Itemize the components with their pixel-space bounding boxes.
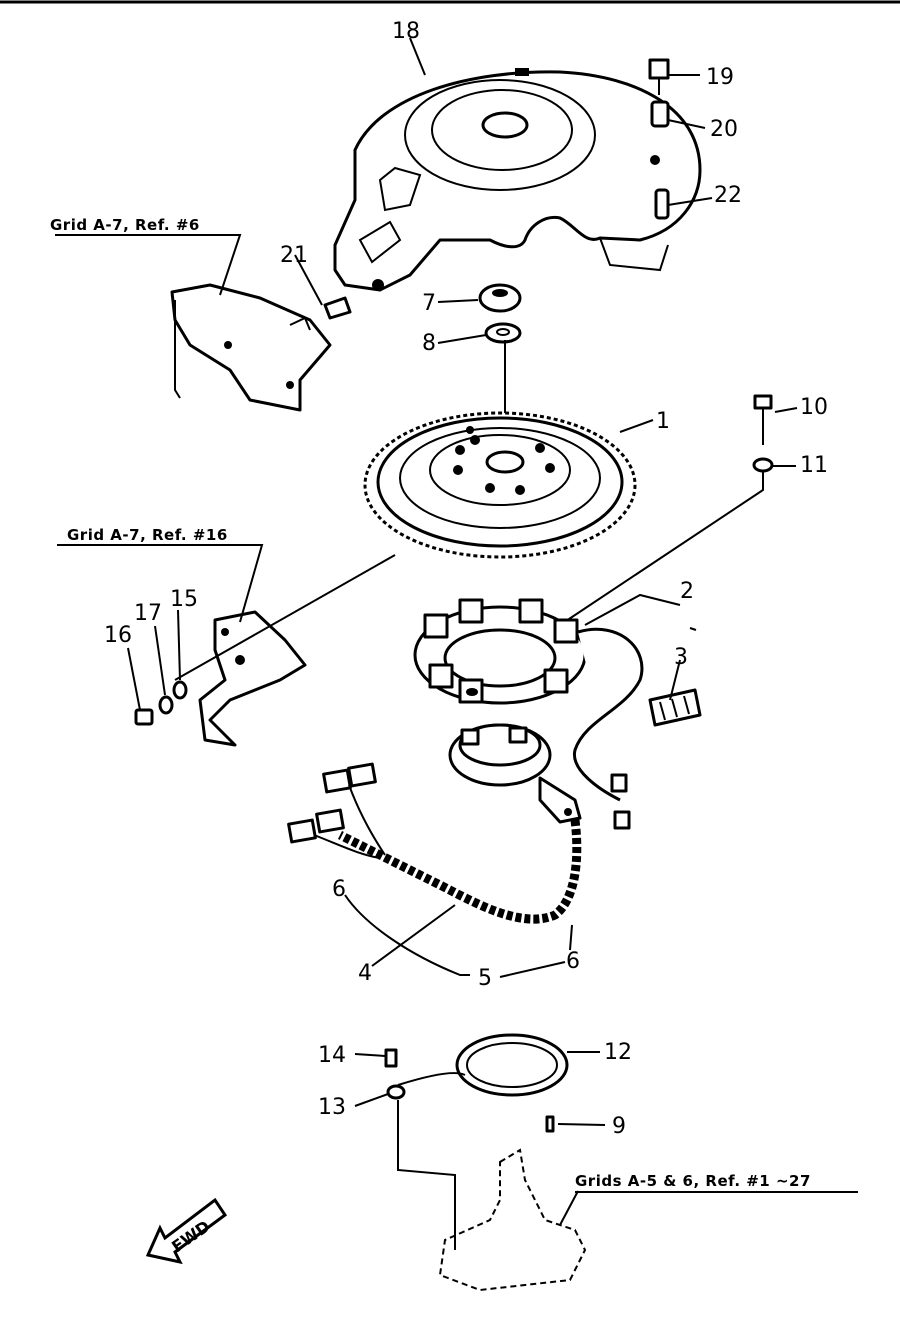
- wire-harness: [337, 819, 582, 924]
- pulser-coil: [448, 723, 582, 824]
- callout-3: 3: [674, 645, 688, 670]
- linkage-bracket-ref6: [170, 283, 332, 412]
- bolt-axis-line: [559, 472, 764, 626]
- stator-assembly: [413, 598, 587, 705]
- callout-9: 9: [612, 1114, 626, 1139]
- callout-labels: 18 19 20 22 21 7 8 1 10 11 2 3 6 4 5 6 1…: [104, 19, 828, 1139]
- nut-7: [478, 283, 522, 313]
- callout-13: 13: [318, 1095, 346, 1120]
- callout-2: 2: [680, 579, 694, 604]
- nut-16: [134, 708, 154, 726]
- callout-20: 20: [710, 117, 738, 142]
- washer-13: [386, 1084, 406, 1100]
- oil-seal-12: [455, 1033, 569, 1097]
- callout-7: 7: [422, 291, 436, 316]
- pin-9: [545, 1115, 555, 1133]
- bolt-10: [753, 394, 773, 445]
- callout-19: 19: [706, 65, 734, 90]
- ref-grid-a7-6: Grid A-7, Ref. #6: [50, 216, 200, 234]
- washer-17: [158, 695, 174, 715]
- connector-plugs: [287, 762, 386, 859]
- ref-grids-a5-6: Grids A-5 & 6, Ref. #1 ~27: [575, 1172, 811, 1190]
- callout-16: 16: [104, 623, 132, 648]
- leader-lines: [55, 37, 798, 1226]
- callout-8-top: 8: [422, 331, 436, 356]
- callout-6: 6: [332, 877, 346, 902]
- callout-10: 10: [800, 395, 828, 420]
- screw-14: [384, 1048, 398, 1068]
- callout-12: 12: [604, 1040, 632, 1065]
- washer-8: [484, 322, 522, 344]
- washer-15: [172, 680, 188, 700]
- ground-terminal-2: [613, 810, 631, 830]
- stator-lead-wire: [573, 627, 644, 802]
- washer-11: [752, 457, 774, 473]
- pin-22: [654, 188, 670, 220]
- callout-6-right: 6: [566, 949, 580, 974]
- screw-21: [323, 296, 352, 320]
- ref-grid-a7-16: Grid A-7, Ref. #16: [67, 526, 228, 544]
- callout-22: 22: [714, 183, 742, 208]
- connector-3: [648, 688, 702, 727]
- callout-21: 21: [280, 243, 308, 268]
- crankcase-outline: [438, 1148, 587, 1292]
- callout-4: 4: [358, 961, 372, 986]
- fwd-arrow-icon: FWD: [145, 1197, 228, 1265]
- bolt-19: [648, 58, 670, 95]
- screw-axis-line: [397, 1100, 456, 1250]
- callout-15: 15: [170, 587, 198, 612]
- flywheel-cover: [333, 68, 702, 292]
- linkage-bracket-ref16: [174, 554, 396, 747]
- flywheel: [363, 411, 637, 559]
- ground-terminal: [610, 773, 628, 793]
- callout-5: 5: [478, 966, 492, 991]
- collar-20: [650, 100, 670, 128]
- callout-18: 18: [392, 19, 420, 44]
- callout-11: 11: [800, 453, 828, 478]
- callout-17: 17: [134, 601, 162, 626]
- callout-1: 1: [656, 409, 670, 434]
- callout-14: 14: [318, 1043, 346, 1068]
